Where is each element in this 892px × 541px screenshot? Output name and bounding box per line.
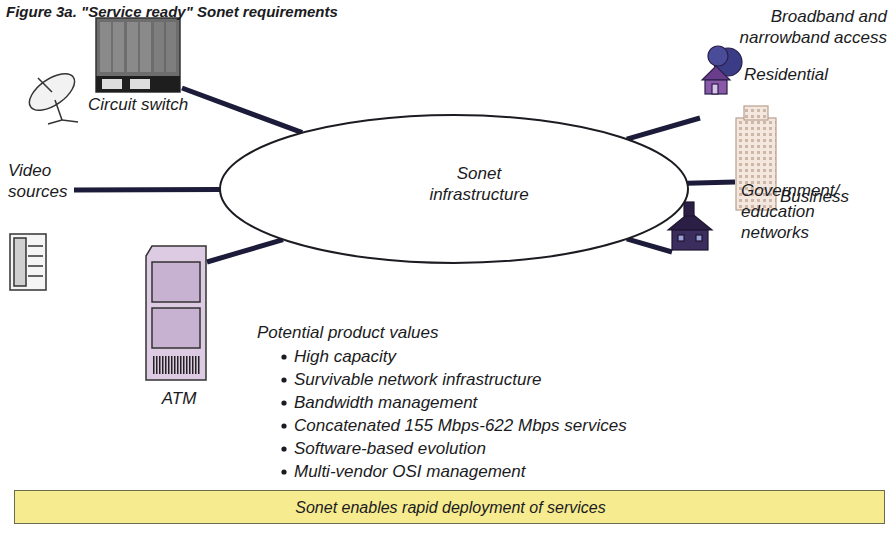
access-heading: Broadband and narrowband access	[712, 6, 887, 48]
switch-rack	[96, 18, 180, 92]
video-source: Video sources	[6, 160, 86, 292]
house-icon	[702, 46, 742, 94]
residential-access-text: Residential	[744, 64, 884, 85]
link-line	[207, 240, 283, 262]
summary-band-text: Sonet enables rapid deployment of servic…	[15, 497, 886, 518]
circuit-switch: Circuit switch	[22, 18, 222, 118]
link-line	[627, 118, 700, 139]
residential-access: Residential	[698, 42, 886, 122]
ring-shape	[220, 115, 688, 263]
video-source-text: Video sources	[8, 160, 84, 202]
government-access: Government/ education networks	[665, 176, 880, 256]
figure-title: Figure 3a. "Service ready" Sonet require…	[6, 1, 338, 22]
circuit-switch-text: Circuit switch	[88, 94, 218, 115]
link-line	[74, 187, 220, 192]
sonet-ring: Sonet infrastructure	[218, 113, 690, 265]
sonet-ring-text: Sonet infrastructure	[414, 163, 544, 205]
value-item: Bandwidth management	[294, 392, 714, 413]
bullet-dots	[281, 354, 286, 474]
value-item: Concatenated 155 Mbps-622 Mbps services	[294, 415, 714, 436]
link-line	[182, 88, 302, 133]
government-access-text: Government/ education networks	[741, 180, 867, 243]
values-heading: Potential product values	[257, 322, 517, 343]
link-line	[687, 182, 735, 183]
atm-switch-text: ATM	[138, 388, 220, 409]
summary-band: Sonet enables rapid deployment of servic…	[14, 490, 885, 524]
value-item: Survivable network infrastructure	[294, 369, 714, 390]
link-line	[627, 239, 672, 252]
value-item: Multi-vendor OSI management	[294, 461, 714, 482]
value-item: High capacity	[294, 346, 714, 367]
satellite-dish	[23, 66, 81, 124]
value-item: Software-based evolution	[294, 438, 714, 459]
atm-cabinet	[146, 246, 206, 380]
atm-switch: ATM	[138, 240, 220, 422]
video-server	[10, 234, 46, 290]
